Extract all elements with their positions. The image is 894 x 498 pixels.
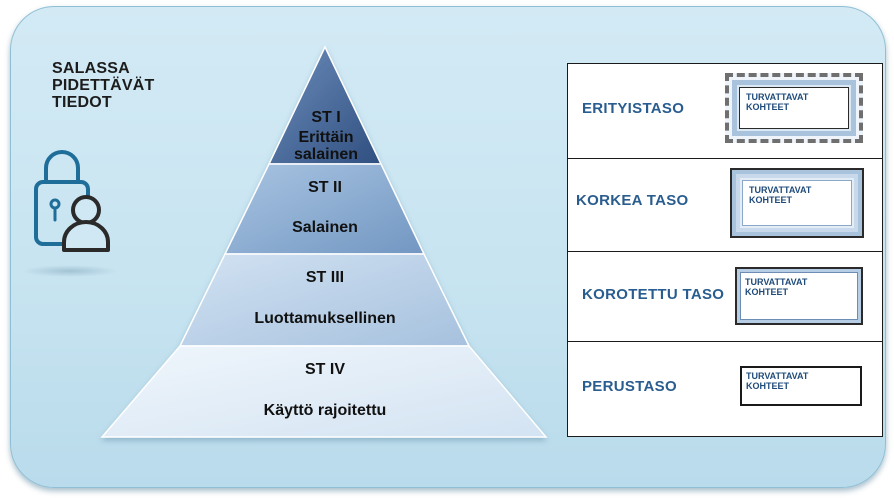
target-text-line-1: TURVATTAVAT (749, 185, 812, 195)
target-box: TURVATTAVAT KOHTEET (739, 87, 849, 129)
security-levels-table: ERITYISTASO TURVATTAVAT KOHTEET KORKEA T… (567, 63, 883, 437)
tier-1-code: ST I (311, 109, 340, 126)
target-frame-outer: TURVATTAVAT KOHTEET (735, 267, 863, 325)
level-row-erityistaso: ERITYISTASO TURVATTAVAT KOHTEET (568, 64, 882, 158)
tier-2-shape (223, 163, 426, 255)
target-frame-dashed: TURVATTAVAT KOHTEET (725, 73, 863, 143)
target-frame-inner: TURVATTAVAT KOHTEET (736, 174, 858, 232)
tier-3-shape (178, 253, 471, 347)
tier-4-shape (100, 345, 548, 438)
row-divider (568, 341, 882, 342)
target-text: TURVATTAVAT KOHTEET (746, 92, 808, 112)
target-frame-inner: TURVATTAVAT KOHTEET (732, 80, 856, 136)
level-label: KOROTETTU TASO (582, 286, 725, 303)
tier-3-name: Luottamuksellinen (254, 310, 395, 327)
tier-2-code: ST II (308, 179, 342, 196)
level-row-korkea-taso: KORKEA TASO TURVATTAVAT KOHTEET (568, 158, 882, 251)
target-text: TURVATTAVAT KOHTEET (745, 277, 807, 297)
level-label: PERUSTASO (582, 378, 677, 395)
target-text: TURVATTAVAT KOHTEET (749, 185, 811, 205)
target-frame-outer: TURVATTAVAT KOHTEET (730, 168, 864, 238)
level-row-korotettu-taso: KOROTETTU TASO TURVATTAVAT KOHTEET (568, 251, 882, 341)
target-text-line-2: KOHTEET (746, 381, 790, 391)
tier-4-name: Käyttö rajoitettu (264, 402, 387, 419)
target-text-line-1: TURVATTAVAT (746, 371, 809, 381)
lock-person-icon (22, 138, 124, 278)
tier-1-name-line-2: salainen (294, 146, 358, 163)
target-box: TURVATTAVAT KOHTEET (740, 272, 858, 320)
heading-line-2: PIDETTÄVÄT (52, 77, 155, 94)
heading-line-3: TIEDOT (52, 94, 112, 111)
target-text-line-1: TURVATTAVAT (746, 92, 809, 102)
tier-2-name: Salainen (292, 219, 358, 236)
row-divider (568, 251, 882, 252)
level-label: KORKEA TASO (576, 192, 689, 209)
tier-1-name-line-1: Erittäin (298, 129, 353, 146)
heading: SALASSA PIDETTÄVÄT TIEDOT (52, 60, 154, 111)
row-divider (568, 158, 882, 159)
level-row-perustaso: PERUSTASO TURVATTAVAT KOHTEET (568, 341, 882, 436)
level-label: ERITYISTASO (582, 100, 685, 117)
target-text-line-2: KOHTEET (749, 195, 793, 205)
tier-4-code: ST IV (305, 361, 345, 378)
target-text-line-1: TURVATTAVAT (745, 277, 808, 287)
target-text: TURVATTAVAT KOHTEET (746, 371, 808, 391)
heading-line-1: SALASSA (52, 60, 130, 77)
target-text-line-2: KOHTEET (745, 287, 789, 297)
target-text-line-2: KOHTEET (746, 102, 790, 112)
target-box: TURVATTAVAT KOHTEET (742, 180, 852, 226)
tier-3-code: ST III (306, 269, 344, 286)
target-box: TURVATTAVAT KOHTEET (740, 366, 862, 406)
